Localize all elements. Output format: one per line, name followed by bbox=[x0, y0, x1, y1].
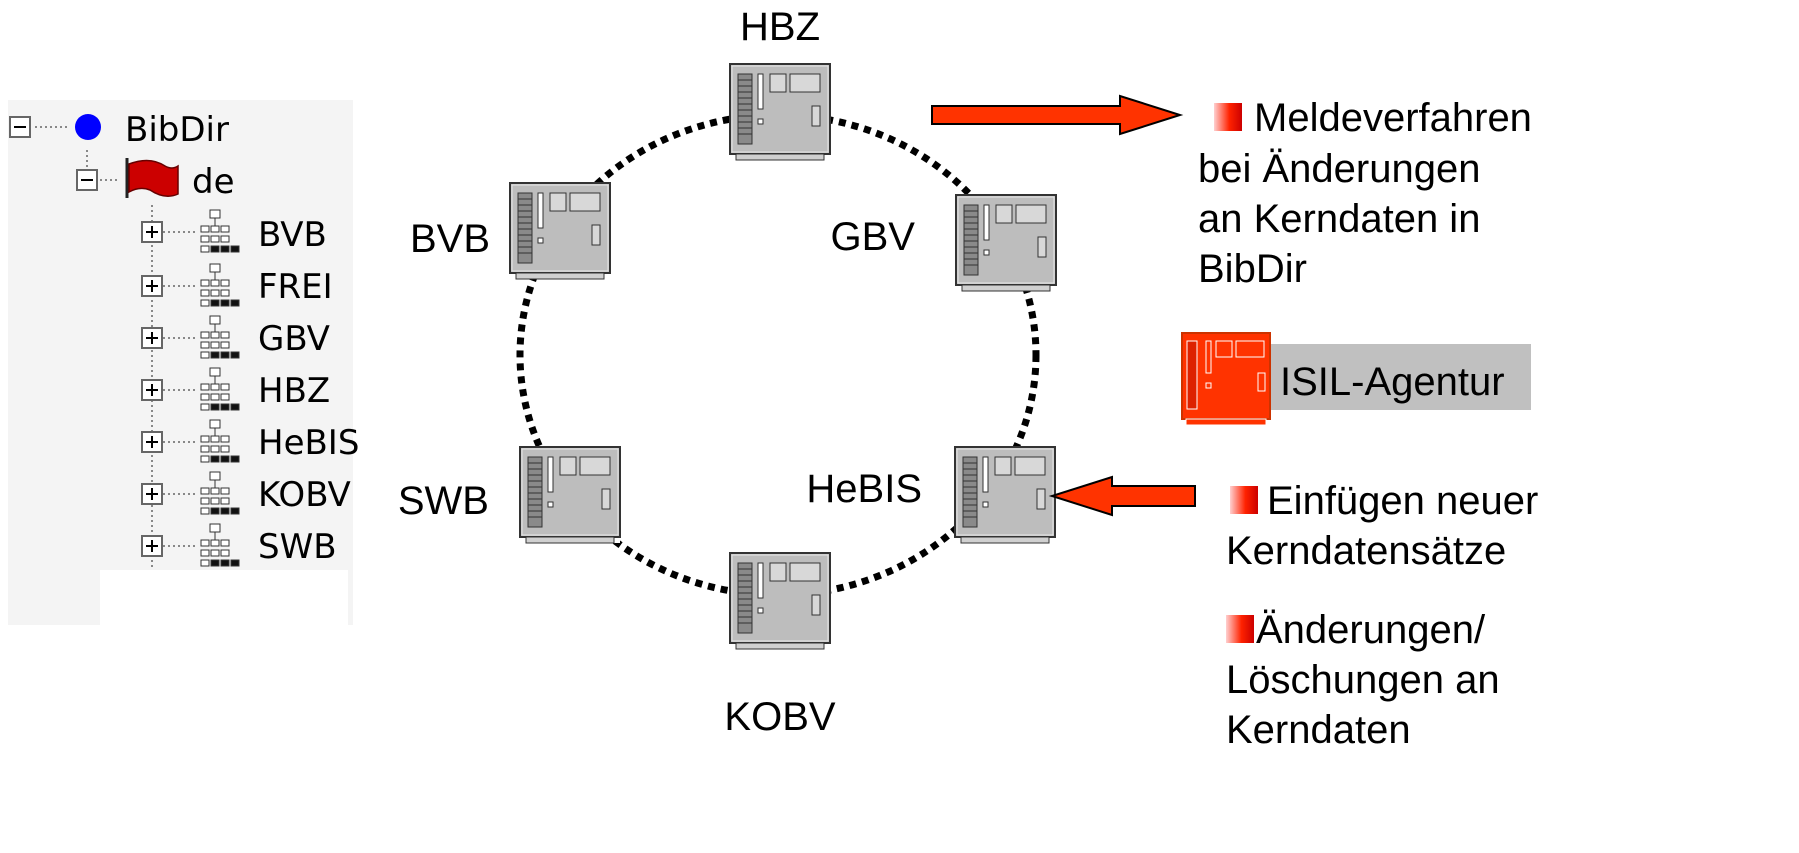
node-label-gbv: GBV bbox=[831, 215, 916, 259]
bullet-notify bbox=[1214, 103, 1242, 131]
expand-icon[interactable] bbox=[141, 275, 163, 297]
change-text: Änderungen/ Löschungen an Kerndaten bbox=[1226, 608, 1500, 752]
tree-child-label[interactable]: FREI bbox=[258, 267, 333, 307]
flag-icon bbox=[125, 158, 179, 198]
bullet-change bbox=[1226, 615, 1254, 643]
server-icon bbox=[955, 194, 1057, 292]
collapse-root-icon[interactable] bbox=[9, 116, 31, 138]
server-icon bbox=[954, 446, 1056, 544]
tree-child-bvb[interactable]: BVB bbox=[141, 209, 327, 255]
expand-icon[interactable] bbox=[141, 327, 163, 349]
node-label-hebis: HeBIS bbox=[806, 467, 922, 511]
change-line-1: Änderungen/ bbox=[1256, 608, 1486, 652]
server-bvb bbox=[509, 182, 611, 280]
expand-icon[interactable] bbox=[141, 535, 163, 557]
notify-line-2: bei Änderungen bbox=[1198, 147, 1480, 191]
server-hebis bbox=[954, 446, 1056, 544]
change-line-3: Kerndaten bbox=[1226, 708, 1411, 752]
server-hbz bbox=[729, 63, 831, 161]
change-line-2: Löschungen an bbox=[1226, 658, 1500, 702]
collapse-country-icon[interactable] bbox=[76, 169, 98, 191]
tree-panel bbox=[8, 100, 353, 625]
node-label-swb: SWB bbox=[398, 479, 489, 523]
server-gbv bbox=[955, 194, 1057, 292]
expand-icon[interactable] bbox=[141, 431, 163, 453]
node-label-hbz: HBZ bbox=[740, 5, 820, 49]
notify-text: Meldeverfahren bei Änderungen an Kerndat… bbox=[1198, 96, 1532, 291]
expand-icon[interactable] bbox=[141, 379, 163, 401]
tree-child-gbv[interactable]: GBV bbox=[141, 315, 330, 359]
notify-line-1: Meldeverfahren bbox=[1254, 96, 1532, 140]
insert-line-1: Einfügen neuer bbox=[1267, 479, 1538, 523]
tree-panel-blank bbox=[100, 570, 348, 625]
root-globe-icon bbox=[75, 114, 101, 140]
tree-country-label[interactable]: de bbox=[192, 162, 235, 202]
tree-child-label[interactable]: GBV bbox=[258, 319, 330, 359]
expand-icon[interactable] bbox=[141, 483, 163, 505]
tree-root-label[interactable]: BibDir bbox=[125, 110, 229, 150]
server-icon bbox=[729, 63, 831, 161]
server-icon bbox=[509, 182, 611, 280]
tree-child-label[interactable]: HeBIS bbox=[258, 423, 359, 463]
tree-child-kobv[interactable]: KOBV bbox=[141, 471, 351, 515]
notify-line-4: BibDir bbox=[1198, 247, 1307, 291]
agency-server-icon bbox=[1181, 332, 1271, 426]
agency-label: ISIL-Agentur bbox=[1280, 360, 1505, 404]
server-icon bbox=[729, 552, 831, 650]
tree-child-swb[interactable]: SWB bbox=[141, 523, 337, 567]
bullet-insert bbox=[1230, 486, 1258, 514]
insert-line-2: Kerndatensätze bbox=[1226, 529, 1506, 573]
insert-text: Einfügen neuer Kerndatensätze bbox=[1226, 479, 1538, 573]
incoming-arrow bbox=[1048, 475, 1196, 517]
expand-icon[interactable] bbox=[141, 221, 163, 243]
node-label-bvb: BVB bbox=[410, 217, 490, 261]
outgoing-arrow bbox=[931, 94, 1184, 136]
tree-child-hbz[interactable]: HBZ bbox=[141, 367, 330, 411]
tree-child-frei[interactable]: FREI bbox=[141, 263, 333, 307]
server-kobv bbox=[729, 552, 831, 650]
node-label-kobv: KOBV bbox=[724, 695, 835, 739]
tree-child-label[interactable]: KOBV bbox=[258, 475, 351, 515]
tree-child-label[interactable]: SWB bbox=[258, 527, 337, 567]
agency-label-box bbox=[1264, 344, 1531, 410]
tree-child-label[interactable]: BVB bbox=[258, 215, 327, 255]
tree-child-hebis[interactable]: HeBIS bbox=[141, 419, 359, 463]
tree-connectors bbox=[35, 126, 195, 570]
tree-child-label[interactable]: HBZ bbox=[258, 371, 330, 411]
server-icon bbox=[519, 446, 621, 544]
server-swb bbox=[519, 446, 621, 544]
notify-line-3: an Kerndaten in bbox=[1198, 197, 1480, 241]
